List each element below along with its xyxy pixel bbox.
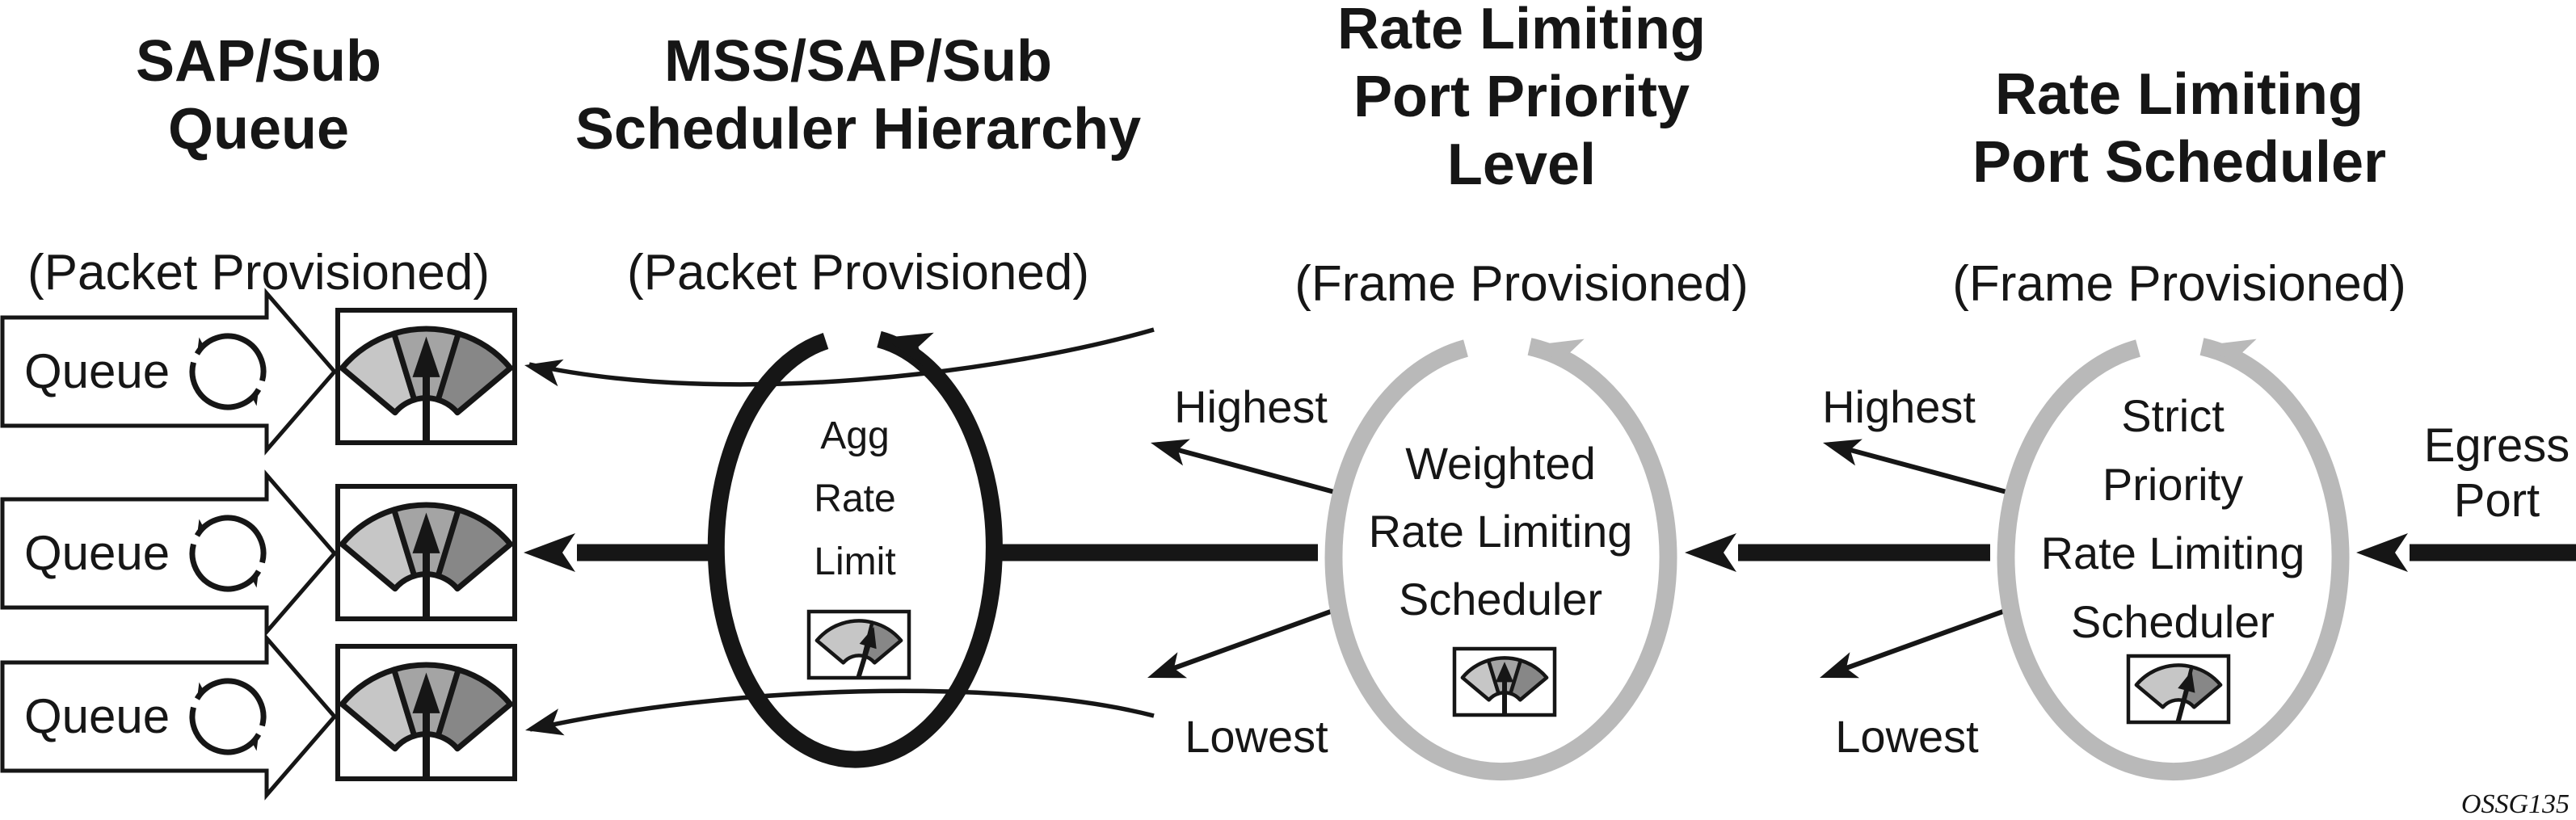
queue-label-3: Queue — [24, 689, 170, 743]
column-title-port-scheduler: Rate Limiting Port Scheduler — [1972, 62, 2387, 195]
curved-flow-arrow-bottom — [529, 688, 1155, 732]
gauge-meter-icon — [335, 644, 517, 781]
agg-scheduler-ring — [707, 330, 1003, 768]
gauge-meter-icon — [1452, 646, 1557, 717]
column-subtitle-4: (Frame Provisioned) — [1952, 256, 2406, 312]
priority-arrowhead-highest-weighted — [1151, 439, 1190, 466]
priority-arrow-highest-weighted — [1156, 442, 1338, 495]
weighted-ring-arrowhead-icon — [1534, 339, 1585, 374]
queue-block-arrow-1 — [0, 288, 338, 456]
flow-arrowhead-into-weighted — [1685, 533, 1736, 572]
column-subtitle-2: (Packet Provisioned) — [626, 245, 1090, 301]
priority-arrow-lowest-strict — [1825, 607, 2011, 678]
column-title-port-priority-level: Rate Limiting Port Priority Level — [1336, 0, 1707, 197]
curved-flow-arrow-top — [528, 327, 1155, 387]
strict-scheduler-ring — [1997, 338, 2350, 781]
lowest-label-strict: Lowest — [1835, 711, 1979, 762]
queue-block-arrow-3 — [0, 633, 338, 801]
priority-arrowhead-lowest-weighted — [1147, 652, 1188, 679]
egress-port-label: Egress Port — [2423, 419, 2570, 527]
queue-block-arrow-2 — [0, 469, 338, 637]
column-subtitle-1: (Packet Provisioned) — [27, 245, 490, 301]
figure-id: OSSG135 — [2460, 789, 2570, 819]
lowest-label-weighted: Lowest — [1185, 711, 1328, 762]
gauge-meter-icon — [806, 609, 911, 680]
column-title-sap-sub-queue: SAP/Sub Queue — [135, 29, 382, 162]
agg-ring-arrowhead-icon — [884, 332, 934, 368]
weighted-scheduler-ring — [1324, 338, 1677, 781]
priority-arrow-highest-strict — [1829, 442, 2010, 495]
gauge-meter-icon — [335, 308, 517, 445]
curved-flow-arrowhead-top — [524, 359, 564, 387]
agg-rate-limit-label: Agg Rate Limit — [814, 414, 896, 583]
strict-ring-arrowhead-icon — [2207, 339, 2257, 374]
flow-arrowhead-into-middle-meter — [524, 533, 575, 572]
flow-arrowhead-into-strict — [2356, 533, 2408, 572]
queue-label-1: Queue — [24, 344, 170, 398]
priority-arrowhead-highest-strict — [1823, 439, 1863, 466]
highest-label-weighted: Highest — [1174, 381, 1328, 432]
rotation-loop-icon — [189, 678, 267, 755]
rotation-loop-icon — [189, 515, 267, 592]
column-title-scheduler-hierarchy: MSS/SAP/Sub Scheduler Hierarchy — [575, 29, 1142, 162]
column-subtitle-3: (Frame Provisioned) — [1294, 256, 1749, 312]
highest-label-strict: Highest — [1822, 381, 1976, 432]
weighted-scheduler-label: Weighted Rate Limiting Scheduler — [1368, 438, 1633, 624]
priority-arrowhead-lowest-strict — [1820, 652, 1860, 679]
strict-scheduler-label: Strict Priority Rate Limiting Scheduler — [2040, 390, 2305, 647]
priority-arrow-lowest-weighted — [1152, 607, 1339, 678]
gauge-meter-icon — [2126, 654, 2231, 725]
gauge-meter-icon — [335, 484, 517, 621]
rotation-loop-icon — [189, 333, 267, 410]
queue-label-2: Queue — [24, 526, 170, 580]
curved-flow-arrowhead-bottom — [525, 709, 565, 736]
